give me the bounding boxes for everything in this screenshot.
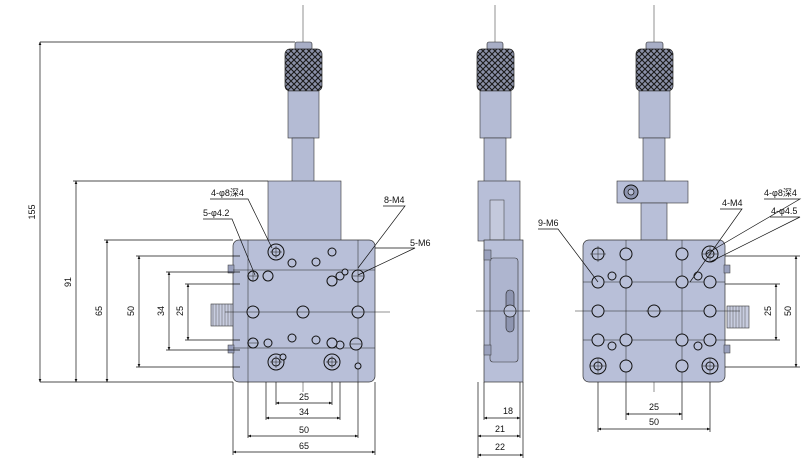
front-view: 155 91 65 50 34 25 25 34 50 65 — [27, 5, 431, 455]
side-view: 18 21 22 — [476, 5, 530, 458]
dim-side-18: 18 — [503, 406, 513, 416]
callout-9-m6: 9-M6 — [538, 218, 559, 228]
dim-34: 34 — [156, 306, 166, 316]
dim-h-34: 34 — [299, 407, 309, 417]
dim-right-25-h: 25 — [649, 402, 659, 412]
callout-4-phi45: 4-φ4.5 — [771, 206, 797, 216]
dim-side-21: 21 — [495, 424, 505, 434]
dim-h-50: 50 — [299, 425, 309, 435]
dim-h-65: 65 — [299, 441, 309, 451]
dim-25: 25 — [175, 306, 185, 316]
dim-50: 50 — [126, 306, 136, 316]
callout-5-m6: 5-M6 — [410, 238, 431, 248]
side-knurl — [476, 48, 515, 92]
dim-65: 65 — [94, 306, 104, 316]
dim-155: 155 — [27, 204, 37, 219]
callout-8-counterbore: 4-φ8深4 — [211, 188, 244, 198]
dim-right-50-h: 50 — [649, 417, 659, 427]
dim-right-25-v: 25 — [763, 306, 773, 316]
dim-right-50-v: 50 — [783, 306, 793, 316]
callout-8-m4: 8-M4 — [384, 195, 405, 205]
dim-91: 91 — [63, 277, 73, 287]
callout-5-phi42: 5-φ4.2 — [203, 208, 229, 218]
right-holes — [589, 245, 719, 375]
callout-4-phi8: 4-φ8深4 — [764, 188, 797, 198]
micrometer-bracket — [267, 180, 342, 242]
dim-h-25: 25 — [299, 392, 309, 402]
callout-4-m4: 4-M4 — [722, 198, 743, 208]
micrometer-knurl — [284, 48, 323, 92]
right-view: 50 25 25 50 9-M6 4-M4 4-φ8深4 4-φ4.5 — [538, 5, 802, 432]
right-knurl — [635, 48, 674, 92]
dim-side-22: 22 — [495, 442, 505, 452]
